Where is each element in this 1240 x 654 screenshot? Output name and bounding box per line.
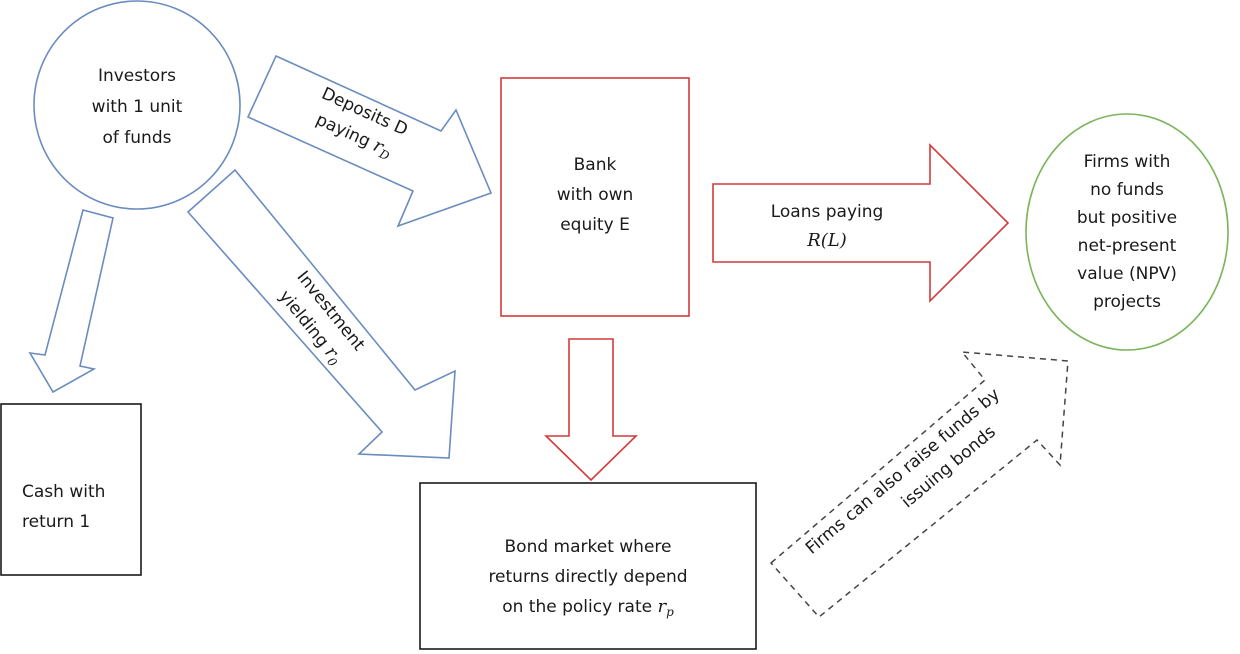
cash-arrow-shape [28, 209, 114, 394]
bank-node: Bank with own equity E [500, 77, 690, 317]
firms-node: Firms with no funds but positive net-pre… [1025, 113, 1229, 351]
bank-to-bonds-arrow-shape [544, 338, 638, 482]
loans-arrow: Loans paying R(L) [712, 143, 1010, 303]
bond-market-box [419, 482, 757, 650]
bank-label-line-1: Bank [574, 155, 617, 175]
investors-label-line-2: with 1 unit [92, 97, 183, 117]
cash-arrow [28, 209, 114, 394]
investors-label-line-3: of funds [103, 128, 172, 148]
bonds-arrow-shape [769, 351, 1069, 619]
bank-label-line-3: equity E [560, 215, 630, 235]
cash-node: Cash with return 1 [0, 403, 142, 576]
bond-market-label-line-2: returns directly depend [488, 567, 687, 587]
firms-label-line-4: net-present [1078, 236, 1177, 256]
firms-label-line-6: projects [1093, 292, 1161, 312]
bond-market-label-text: on the policy rate [502, 597, 652, 617]
investors-node: Investors with 1 unit of funds [33, 0, 241, 210]
firms-label-line-3: but positive [1077, 208, 1177, 228]
firms-circle [1025, 113, 1229, 351]
bank-to-bonds-arrow [544, 338, 638, 482]
bank-box [500, 77, 690, 317]
policy-rate-subscript: p [666, 605, 674, 619]
firms-label-line-5: value (NPV) [1077, 264, 1177, 284]
investors-label-line-1: Investors [98, 66, 176, 86]
cash-label-line-2: return 1 [22, 512, 90, 532]
bond-market-label-line-3: on the policy rate rp [502, 596, 674, 619]
bond-market-label-line-1: Bond market where [505, 537, 672, 557]
investment-arrow-shape [186, 168, 456, 459]
firms-label-line-1: Firms with [1084, 152, 1171, 172]
investors-circle [33, 0, 241, 210]
policy-rate-symbol: r [657, 596, 667, 617]
firms-label-line-2: no funds [1090, 180, 1164, 200]
cash-label-line-1: Cash with [22, 482, 105, 502]
loans-label-line-1: Loans paying [771, 202, 884, 222]
cash-box [0, 403, 142, 576]
deposits-arrow: Deposits D paying rD [246, 54, 493, 228]
deposits-arrow-shape [246, 54, 493, 228]
loans-arrow-shape [712, 143, 1010, 303]
loans-rate-function: R(L) [806, 230, 847, 251]
bank-label-line-2: with own [557, 185, 634, 205]
bond-market-node: Bond market where returns directly depen… [419, 482, 757, 650]
bonds-arrow: Firms can also raise funds by issuing bo… [769, 351, 1069, 619]
